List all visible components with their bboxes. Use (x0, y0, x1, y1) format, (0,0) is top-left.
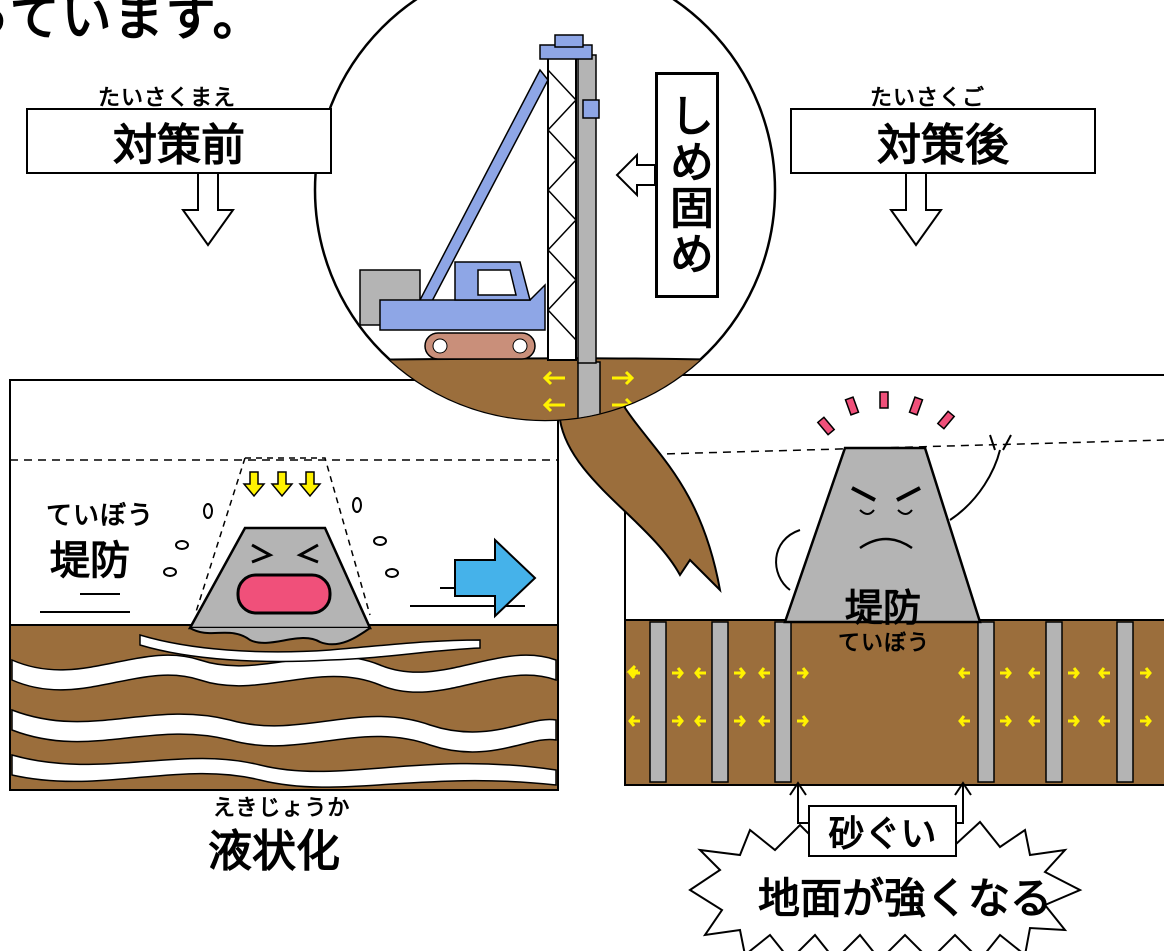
levee-left-label: 堤防 (50, 538, 130, 584)
levee-right-label: 堤防 (845, 586, 922, 630)
before-label: 対策前 (113, 120, 245, 171)
after-ruby: たいさくご (870, 86, 986, 111)
after-label: 対策後 (877, 120, 1009, 171)
sand-pile-box: 砂ぐい (808, 805, 957, 857)
machine-label: しめ固め (662, 93, 713, 277)
sand-pile-label: 砂ぐい (828, 814, 937, 855)
machine-label-box: しめ固め (655, 72, 719, 298)
before-ruby: たいさくまえ (98, 86, 237, 111)
after-label-box: 対策後 (790, 108, 1096, 174)
stronger-label: 地面が強くなる (758, 874, 1053, 923)
levee-left-ruby: ていぼう (46, 501, 155, 531)
levee-right-ruby: ていぼう (838, 631, 931, 656)
after-panel (624, 374, 1164, 786)
liquefaction-ruby: えきじょうか (213, 796, 351, 821)
header-title: っています。 (0, 0, 265, 47)
before-panel (9, 379, 559, 791)
before-label-box: 対策前 (26, 108, 332, 174)
liquefaction-label: 液状化 (208, 826, 340, 877)
